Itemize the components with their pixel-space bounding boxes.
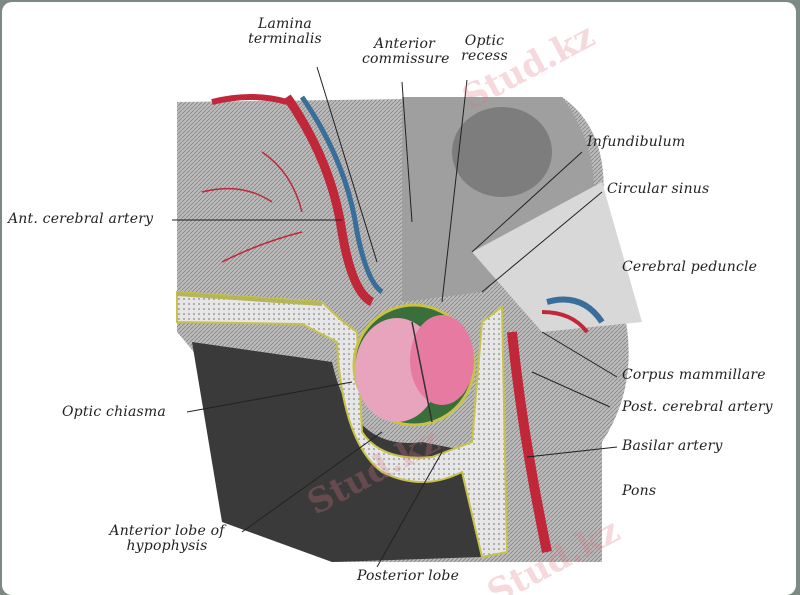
sphenoid-dark: [192, 342, 482, 562]
diaphragma-line: [176, 292, 323, 306]
post-cerebral-artery-red: [541, 310, 589, 334]
artery-branch: [211, 94, 288, 105]
label-basilar-artery: Basilar artery: [622, 438, 723, 454]
vein: [299, 95, 384, 295]
label-post-cerebral-artery: Post. cerebral artery: [622, 399, 773, 415]
sella-bone: [176, 290, 509, 559]
label-anterior-commissure: Anterior commissure: [362, 36, 450, 67]
basilar-artery: [507, 331, 552, 554]
ant-cerebral-artery: [283, 94, 375, 307]
third-ventricle-shadow: [452, 107, 552, 197]
lobe-divider: [411, 321, 433, 423]
label-corpus-mammillare: Corpus mammillare: [622, 367, 766, 383]
leader-lines: [172, 66, 618, 568]
label-optic-chiasma: Optic chiasma: [62, 404, 166, 420]
label-anterior-lobe: Anterior lobe of hypophysis: [109, 523, 225, 554]
cerebral-peduncle: [472, 182, 642, 332]
label-optic-recess: Optic recess: [461, 33, 508, 64]
label-infundibulum: Infundibulum: [587, 134, 686, 150]
label-circular-sinus: Circular sinus: [607, 181, 710, 197]
label-pons: Pons: [622, 483, 657, 499]
posterior-lobe: [410, 315, 474, 405]
small-vessels: [201, 151, 303, 263]
post-cerebral-artery: [546, 296, 605, 324]
label-ant-cerebral-artery: Ant. cerebral artery: [8, 211, 154, 227]
label-lamina-terminalis: Lamina terminalis: [248, 16, 322, 47]
label-cerebral-peduncle: Cerebral peduncle: [622, 259, 758, 275]
label-posterior-lobe: Posterior lobe: [357, 568, 460, 584]
